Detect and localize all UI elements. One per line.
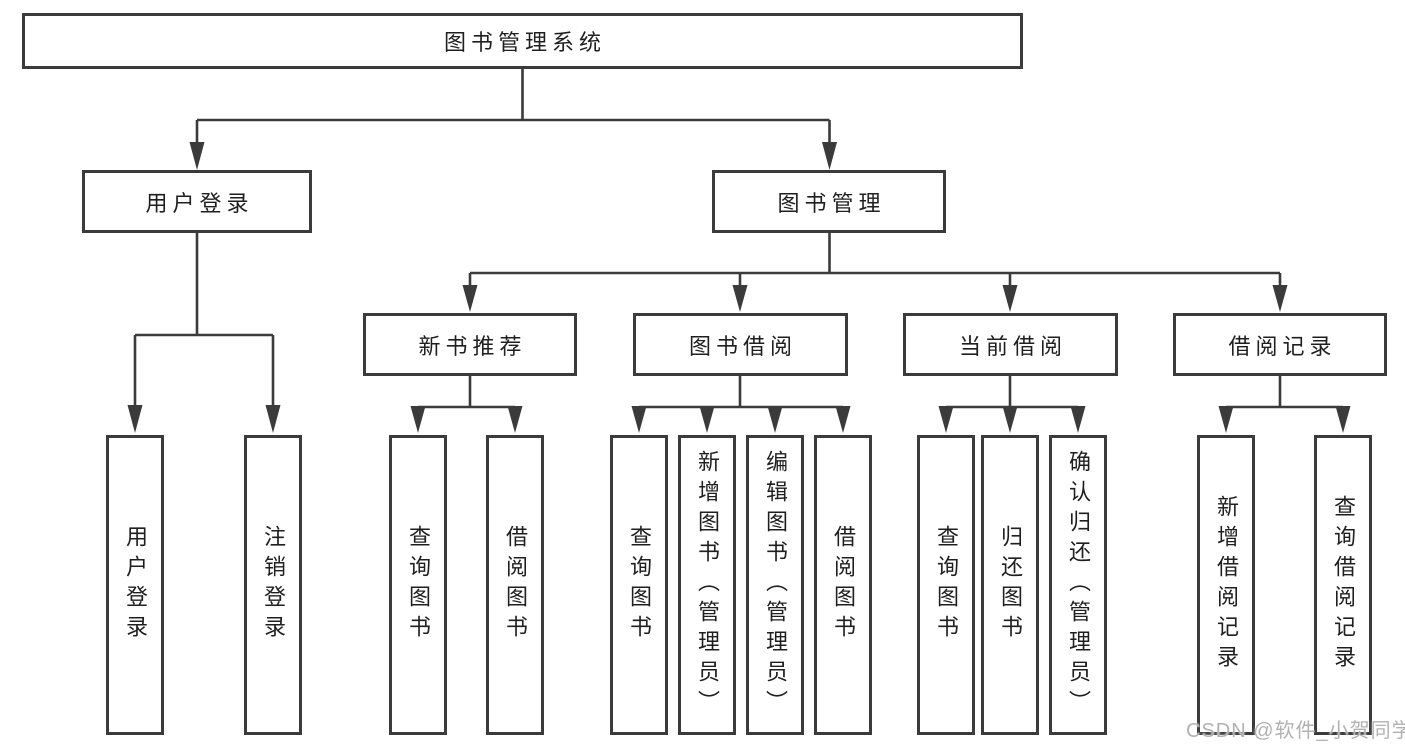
- leaf-label: 查询图书: [934, 525, 959, 645]
- leaf-label: 查询图书: [406, 525, 431, 645]
- node-borrow-records: 借阅记录: [1173, 313, 1387, 376]
- node-user-login: 用户登录: [82, 170, 312, 233]
- leaf-logout-login: 注销登录: [244, 435, 302, 735]
- leaf-query-books-recommend: 查询图书: [389, 435, 447, 735]
- leaf-borrow-books-recommend: 借阅图书: [486, 435, 544, 735]
- leaf-label: 用户登录: [123, 525, 148, 645]
- leaf-label: 编辑图书（管理员）: [763, 450, 788, 720]
- node-label: 图书借阅: [688, 333, 797, 359]
- node-current-borrow: 当前借阅: [903, 313, 1118, 376]
- node-label: 图书管理: [777, 190, 886, 216]
- leaf-label: 查询借阅记录: [1331, 495, 1356, 675]
- leaf-label: 借阅图书: [503, 525, 528, 645]
- node-label: 借阅记录: [1228, 333, 1337, 359]
- leaf-query-books-current: 查询图书: [917, 435, 975, 735]
- node-label: 当前借阅: [958, 333, 1067, 359]
- node-label: 新书推荐: [418, 333, 527, 359]
- connector-root-to-level2: [189, 68, 837, 170]
- node-label: 图书管理系统: [443, 30, 606, 55]
- leaf-add-books-admin: 新增图书（管理员）: [678, 435, 736, 735]
- leaf-label: 新增借阅记录: [1214, 495, 1239, 675]
- connector-borrow-records-to-leaves: [1218, 376, 1351, 433]
- node-book-management: 图书管理: [712, 170, 946, 233]
- leaf-label: 新增图书（管理员）: [695, 450, 720, 720]
- leaf-user-login: 用户登录: [106, 435, 164, 735]
- leaf-label: 注销登录: [261, 525, 286, 645]
- leaf-return-books: 归还图书: [981, 435, 1039, 735]
- node-library-management-system: 图书管理系统: [22, 13, 1023, 69]
- leaf-label: 归还图书: [998, 525, 1023, 645]
- leaf-query-borrow-record: 查询借阅记录: [1314, 435, 1372, 735]
- leaf-label: 查询图书: [627, 525, 652, 645]
- node-label: 用户登录: [145, 190, 254, 216]
- connector-current-borrow-to-leaves: [938, 376, 1086, 433]
- leaf-query-books-borrow: 查询图书: [610, 435, 668, 735]
- leaf-label: 确认归还（管理员）: [1066, 450, 1091, 720]
- node-new-book-recommend: 新书推荐: [363, 313, 577, 376]
- leaf-confirm-return-admin: 确认归还（管理员）: [1049, 435, 1107, 735]
- leaf-edit-books-admin: 编辑图书（管理员）: [746, 435, 804, 735]
- leaf-borrow-books-borrow: 借阅图书: [814, 435, 872, 735]
- node-book-borrow: 图书借阅: [633, 313, 848, 376]
- connector-book-borrow-to-leaves: [631, 376, 851, 433]
- connector-new-book-recommend-to-leaves: [410, 376, 523, 433]
- connector-book-management-to-level3: [462, 233, 1288, 312]
- connector-user-login-to-leaves: [127, 233, 281, 433]
- leaf-label: 借阅图书: [831, 525, 856, 645]
- csdn-watermark: CSDN @软件_小贺同学: [1186, 720, 1405, 742]
- leaf-add-borrow-record: 新增借阅记录: [1197, 435, 1255, 735]
